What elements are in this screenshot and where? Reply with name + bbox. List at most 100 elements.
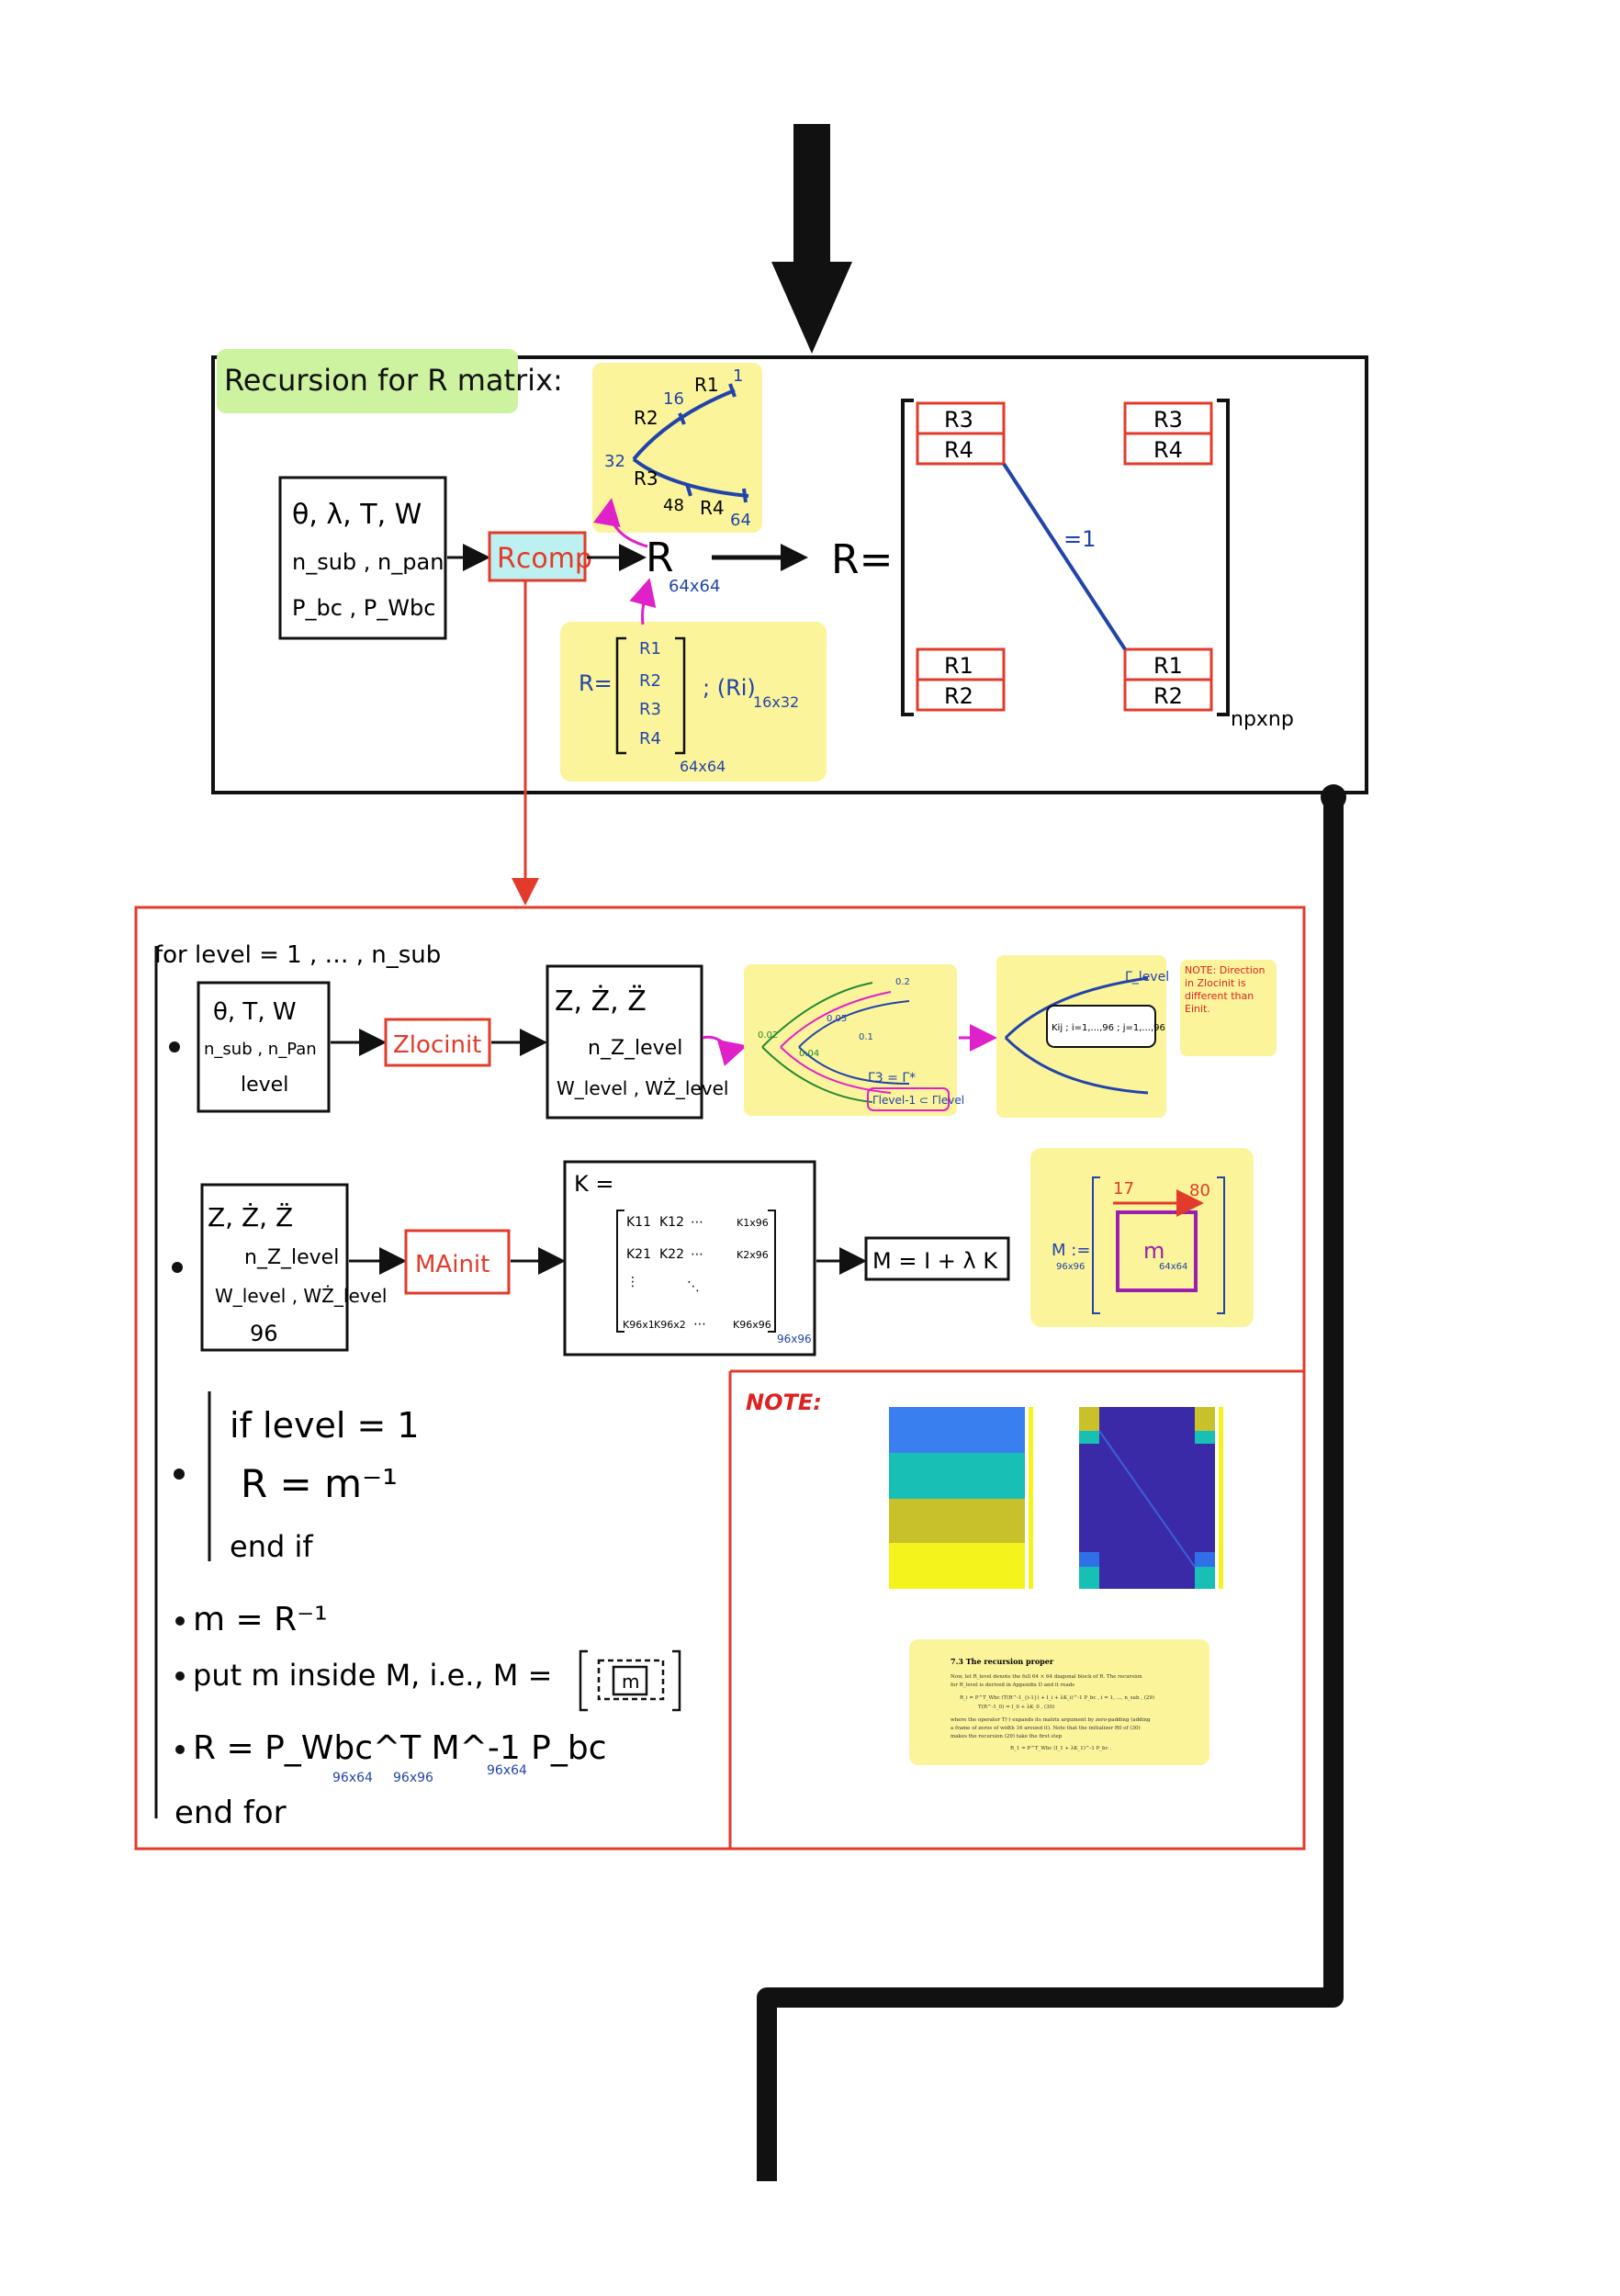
m-block-panel [1030,1148,1254,1327]
bullet-2 [172,1262,183,1273]
size-bc: 96x64 [487,1763,527,1778]
row2-input-1: Z, Ż, Z̈ [208,1202,293,1232]
m-eq-text: M = I + λ K [872,1248,998,1274]
k-entry: ⋯ [691,1215,703,1230]
r-equals: R= [831,536,893,583]
gamma-plot-label-7: Γlevel-1 ⊂ Γlevel [872,1094,964,1107]
m-eq-box [864,1236,1010,1281]
gamma-subset-box [867,1087,950,1111]
paper-line: a frame of zeros of width 16 around it).… [951,1725,1141,1731]
rdef-size: 64x64 [680,758,726,775]
r-symbol: R [646,535,674,581]
block-tl-r4: R4 [944,437,973,463]
r-recursion-box [211,355,1368,794]
kij-curves [1004,976,1149,1095]
m-inner-box [1116,1210,1198,1292]
gamma-plot-label-5: 0.02 [758,1030,778,1041]
paper-panel [909,1639,1209,1765]
bullet-4 [175,1616,185,1626]
m-block-label: M := [1052,1241,1090,1260]
curve-r2: R2 [634,407,658,429]
k-entry: K1x96 [737,1217,769,1229]
block-bottom-left [916,647,1006,712]
boundary-curve [632,383,749,503]
curve-r4: R4 [700,497,725,519]
rdef-row-1: R1 [639,639,661,658]
zlocinit-label: Zlocinit [393,1031,481,1059]
row1-output-3: W_level , WŻ_level [557,1077,728,1099]
m-bracket-left [1092,1176,1100,1314]
row1-output-1: Z, Ż, Z̈ [555,985,647,1018]
curve-48: 48 [663,496,684,515]
note-title: NOTE: [746,1390,822,1415]
paper-line: R_i = P^T_Wbc (T(R^-1_{i-1}) + I_i + λK_… [960,1694,1154,1701]
k-entries: K11 K12 ⋯ K1x96 K21 K22 ⋯ K2x96 ⋮ ⋱ K96x… [623,1215,771,1332]
rdef-eq: R= [579,670,613,696]
row1-outputs-box [546,964,703,1120]
rdef-row-3: R3 [639,700,661,719]
gamma-plot-label-1: 0.2 [895,977,910,987]
block-bottom-right [1123,647,1213,712]
block-top-left [916,401,1006,466]
k-bracket-left [616,1210,624,1333]
bullet-6 [175,1745,185,1754]
arrow-r-to-matrix [712,544,808,571]
heatmap-2 [1079,1407,1223,1589]
magenta-arrow-curve [593,498,648,548]
rdef-row-4: R4 [639,729,661,748]
k-entry: K96x2 [654,1319,686,1331]
block-tr-r3: R3 [1153,407,1183,433]
curve-16: 16 [663,389,684,409]
row2-input-4: 96 [250,1321,278,1346]
block-top-right [1123,401,1213,466]
kij-text: Kij ; i=1,...,96 ; j=1,...,96 [1052,1023,1165,1033]
loop-header: for level = 1 , … , n_sub [154,941,441,969]
block-tr-r4: R4 [1153,437,1183,463]
k-entry: K11 [626,1215,651,1230]
m-inner-label: m [1143,1238,1164,1264]
row1-input-2: n_sub , n_Pan [204,1040,317,1059]
paper-line: where the operator T(·) expands its matr… [951,1716,1151,1723]
gamma-plot-label-2: 0.1 [859,1032,873,1042]
m-inside-letter: m [622,1671,639,1693]
k-entry: K96x96 [733,1319,771,1331]
row1-input-1: θ, T, W [213,998,297,1026]
input-line-2: n_sub , n_pan [292,549,444,575]
diagonal-label: =1 [1063,526,1096,552]
paper-line: R_1 = P^T_Wbc (I_1 + λK_1)^-1 P_bc . [1010,1745,1111,1751]
block-br-r1: R1 [1153,653,1183,679]
bullet-3 [174,1469,185,1480]
endif-line: end if [230,1529,313,1564]
step-2: put m inside M, i.e., M = [193,1658,552,1693]
row1-inputs-box [197,981,331,1113]
kij-box [1046,1005,1156,1048]
block-bl-r1: R1 [944,653,973,679]
rdef-rhs-size: 16x32 [753,693,799,711]
gamma-level: Γ_level [1125,970,1169,985]
k-matrix-box [563,1160,816,1356]
exit-connector [757,793,1344,2181]
k-title: K = [574,1171,613,1197]
curve-panel [592,363,762,533]
k-entry: K96x1 [623,1319,655,1331]
m-inner-size: 64x64 [1159,1262,1187,1272]
direction-note-panel [1180,960,1277,1056]
curve-r1: R1 [694,374,719,396]
m-offset-80: 80 [1189,1181,1210,1200]
k-entry: K21 [626,1247,651,1262]
k-size: 96x96 [777,1333,812,1345]
for-loop-box [134,906,1306,1851]
gamma-plot-label-4: 0.04 [799,1049,819,1059]
curve-r3: R3 [634,467,658,490]
paper-line: for R_level is derived in Appendix D and… [951,1683,1074,1688]
assign-line: R = m⁻¹ [241,1461,398,1506]
gamma-plot-label-6: Γ3 = Γ* [868,1071,916,1086]
matrix-size: npxnp [1231,708,1294,731]
paper-heading: 7.3 The recursion proper [951,1657,1054,1666]
block-bl-r2: R2 [944,683,973,709]
magenta-arrow-row1 [702,1035,748,1066]
mainit-label: MAinit [415,1251,489,1278]
m-block-size: 96x96 [1056,1262,1085,1272]
rdef-bracket-left [615,636,626,755]
